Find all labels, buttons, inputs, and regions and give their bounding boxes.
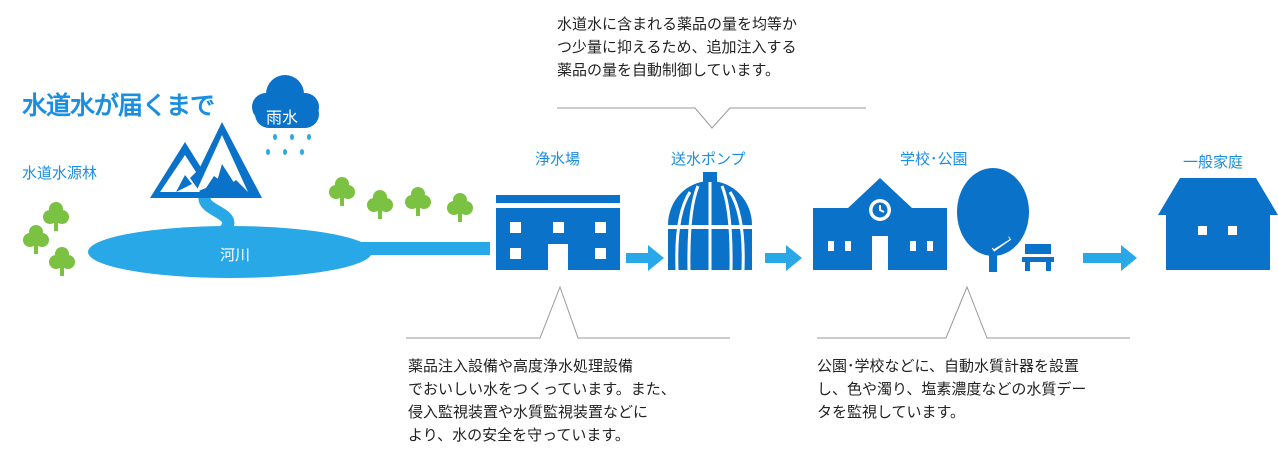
stream-icon <box>198 189 235 246</box>
arrow-icon <box>626 245 1137 271</box>
callout-line: 薬品の量を自動制御しています。 <box>557 61 781 79</box>
callout-lines <box>406 107 1130 339</box>
pump-callout: 水道水に含まれる薬品の量を均等か つ少量に抑えるため、追加注入する 薬品の量を自… <box>557 13 887 82</box>
rain-cloud-icon <box>252 75 319 155</box>
callout-line: し、色や濁り、塩素濃度などの水質デー <box>817 380 1087 398</box>
callout-line: より、水の安全を守っています。 <box>408 426 630 444</box>
house-icon <box>1158 178 1278 270</box>
callout-line: タを監視しています。 <box>817 403 966 421</box>
school-callout: 公園･学校などに、自動水質計器を設置 し、色や濁り、塩素濃度などの水質デー タを… <box>817 355 1147 424</box>
household-label: 一般家庭 <box>1183 153 1244 171</box>
bench-icon <box>1022 244 1054 271</box>
treatment-plant-label: 浄水場 <box>535 150 581 168</box>
river-label: 河川 <box>220 246 251 264</box>
school-park-label: 学校･公園 <box>900 150 968 168</box>
callout-line: 水道水に含まれる薬品の量を均等か <box>557 15 798 33</box>
pump-label: 送水ポンプ <box>671 150 746 168</box>
river-icon <box>88 226 372 278</box>
dome-pump-icon <box>666 172 754 271</box>
callout-line: 侵入監視装置や水質監視装置などに <box>408 403 649 421</box>
callout-line: つ少量に抑えるため、追加注入する <box>557 38 797 56</box>
plant-callout: 薬品注入設備や高度浄水処理設備 でおいしい水をつくっています。また、 侵入監視装… <box>408 355 738 447</box>
callout-line: 公園･学校などに、自動水質計器を設置 <box>817 357 1080 375</box>
page-title: 水道水が届くまで <box>22 91 215 120</box>
callout-line: 薬品注入設備や高度浄水処理設備 <box>408 357 634 375</box>
school-icon <box>813 178 947 270</box>
mountain-icon <box>150 122 262 198</box>
callout-line: でおいしい水をつくっています。また、 <box>408 380 676 398</box>
source-forest-label: 水道水源林 <box>22 164 98 182</box>
building-icon <box>496 195 620 270</box>
tree-icon <box>23 177 473 276</box>
rain-label: 雨水 <box>266 108 299 127</box>
park-tree-icon <box>957 168 1029 272</box>
